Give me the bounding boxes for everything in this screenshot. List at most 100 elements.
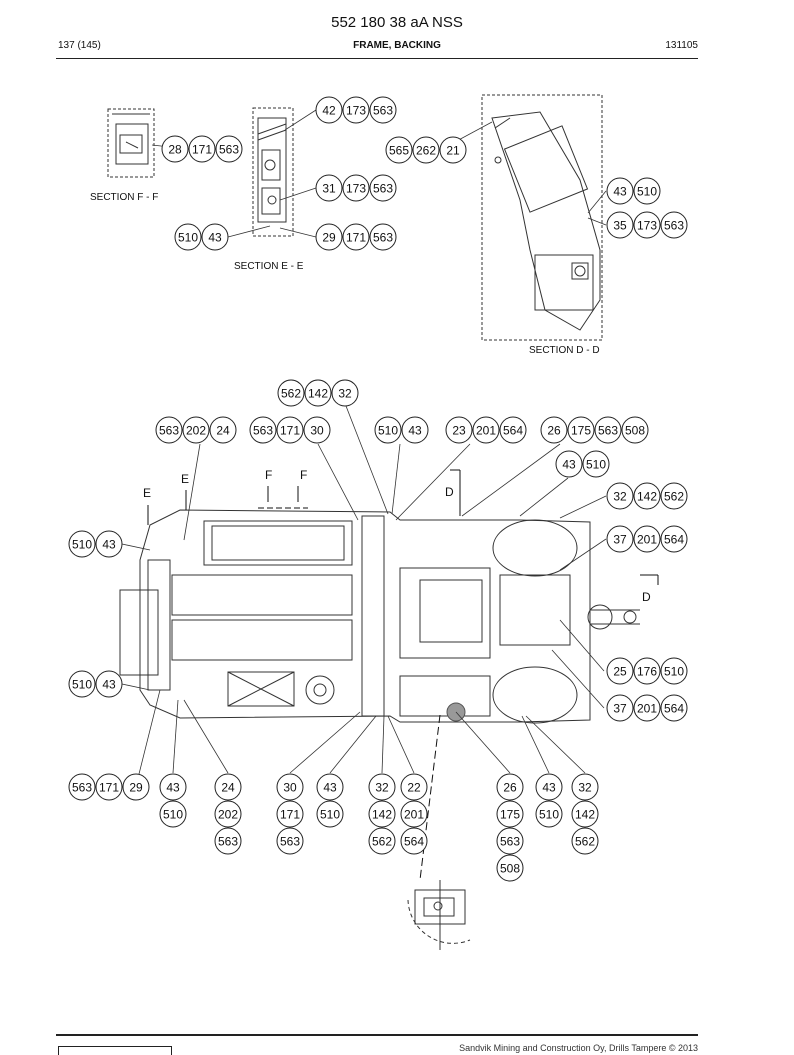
callout-number: 508 — [500, 862, 520, 876]
callout-number: 23 — [452, 424, 466, 438]
callout-balloon — [95, 530, 123, 558]
callout-number: 26 — [547, 424, 561, 438]
callout-number: 201 — [637, 702, 657, 716]
callout-balloon — [400, 800, 428, 828]
page-number: 137 (145) — [58, 40, 101, 51]
callout-number: 565 — [389, 144, 409, 158]
callout-balloon — [582, 450, 610, 478]
callout-number: 142 — [372, 808, 392, 822]
callout-number: 562 — [664, 490, 684, 504]
callout-balloon — [400, 827, 428, 855]
callout-balloon — [633, 211, 661, 239]
callout-balloon — [276, 416, 304, 444]
callout-balloon — [277, 379, 305, 407]
callout-balloon — [571, 827, 599, 855]
callout-number: 510 — [539, 808, 559, 822]
callout-number: 563 — [218, 835, 238, 849]
cut-marker-d-2: D — [642, 590, 651, 604]
cut-marker-e-1: E — [143, 486, 151, 500]
callout-number: 173 — [637, 219, 657, 233]
callout-balloon — [633, 657, 661, 685]
callout-number: 26 — [503, 781, 517, 795]
callout-number: 43 — [613, 185, 627, 199]
callout-number: 171 — [280, 424, 300, 438]
header-rule — [56, 58, 698, 59]
callout-balloon — [276, 800, 304, 828]
callout-balloon — [660, 482, 688, 510]
callout-balloon — [499, 416, 527, 444]
callout-number: 564 — [664, 702, 684, 716]
section-dd-label: SECTION D - D — [529, 345, 600, 356]
callout-balloon — [276, 773, 304, 801]
callout-balloon — [68, 773, 96, 801]
callout-number: 43 — [323, 781, 337, 795]
callout-balloon — [214, 773, 242, 801]
callout-balloon — [68, 530, 96, 558]
callout-number: 201 — [637, 533, 657, 547]
callout-number: 171 — [280, 808, 300, 822]
callout-balloon — [155, 416, 183, 444]
callout-balloon — [122, 773, 150, 801]
callout-number: 42 — [322, 104, 336, 118]
callout-number: 564 — [664, 533, 684, 547]
section-ee-label: SECTION E - E — [234, 261, 304, 272]
callout-balloon — [571, 773, 599, 801]
callout-number: 563 — [72, 781, 92, 795]
callout-number: 28 — [168, 143, 182, 157]
copyright-text: Sandvik Mining and Construction Oy, Dril… — [459, 1043, 698, 1053]
callout-number: 24 — [216, 424, 230, 438]
callout-balloon — [368, 800, 396, 828]
callout-balloon — [174, 223, 202, 251]
callout-number: 43 — [562, 458, 576, 472]
callout-balloon — [315, 96, 343, 124]
callout-balloon — [316, 773, 344, 801]
callout-number: 173 — [346, 104, 366, 118]
callout-balloon — [209, 416, 237, 444]
callout-balloon — [331, 379, 359, 407]
callout-balloon — [606, 211, 634, 239]
callout-balloon — [342, 223, 370, 251]
callout-balloon — [567, 416, 595, 444]
callout-balloon — [606, 657, 634, 685]
callout-number: 22 — [407, 781, 421, 795]
callout-balloon — [472, 416, 500, 444]
detail-view — [407, 880, 471, 950]
callout-balloon — [496, 827, 524, 855]
callout-number: 29 — [322, 231, 336, 245]
footer-rule — [56, 1034, 698, 1036]
callout-number: 31 — [322, 182, 336, 196]
callout-balloon — [400, 773, 428, 801]
callout-balloon — [159, 773, 187, 801]
callout-balloon — [660, 211, 688, 239]
callout-balloon — [249, 416, 277, 444]
callout-number: 173 — [346, 182, 366, 196]
callout-balloon — [633, 482, 661, 510]
callout-balloon — [633, 694, 661, 722]
callout-number: 563 — [664, 219, 684, 233]
callout-balloon — [95, 670, 123, 698]
callout-balloon — [276, 827, 304, 855]
callout-group-d-right2: 35 173 563 — [606, 211, 688, 239]
callout-number: 176 — [637, 665, 657, 679]
callout-balloon — [159, 800, 187, 828]
callout-balloon — [555, 450, 583, 478]
callout-number: 142 — [575, 808, 595, 822]
callout-number: 35 — [613, 219, 627, 233]
callout-number: 32 — [613, 490, 627, 504]
callout-number: 32 — [338, 387, 352, 401]
